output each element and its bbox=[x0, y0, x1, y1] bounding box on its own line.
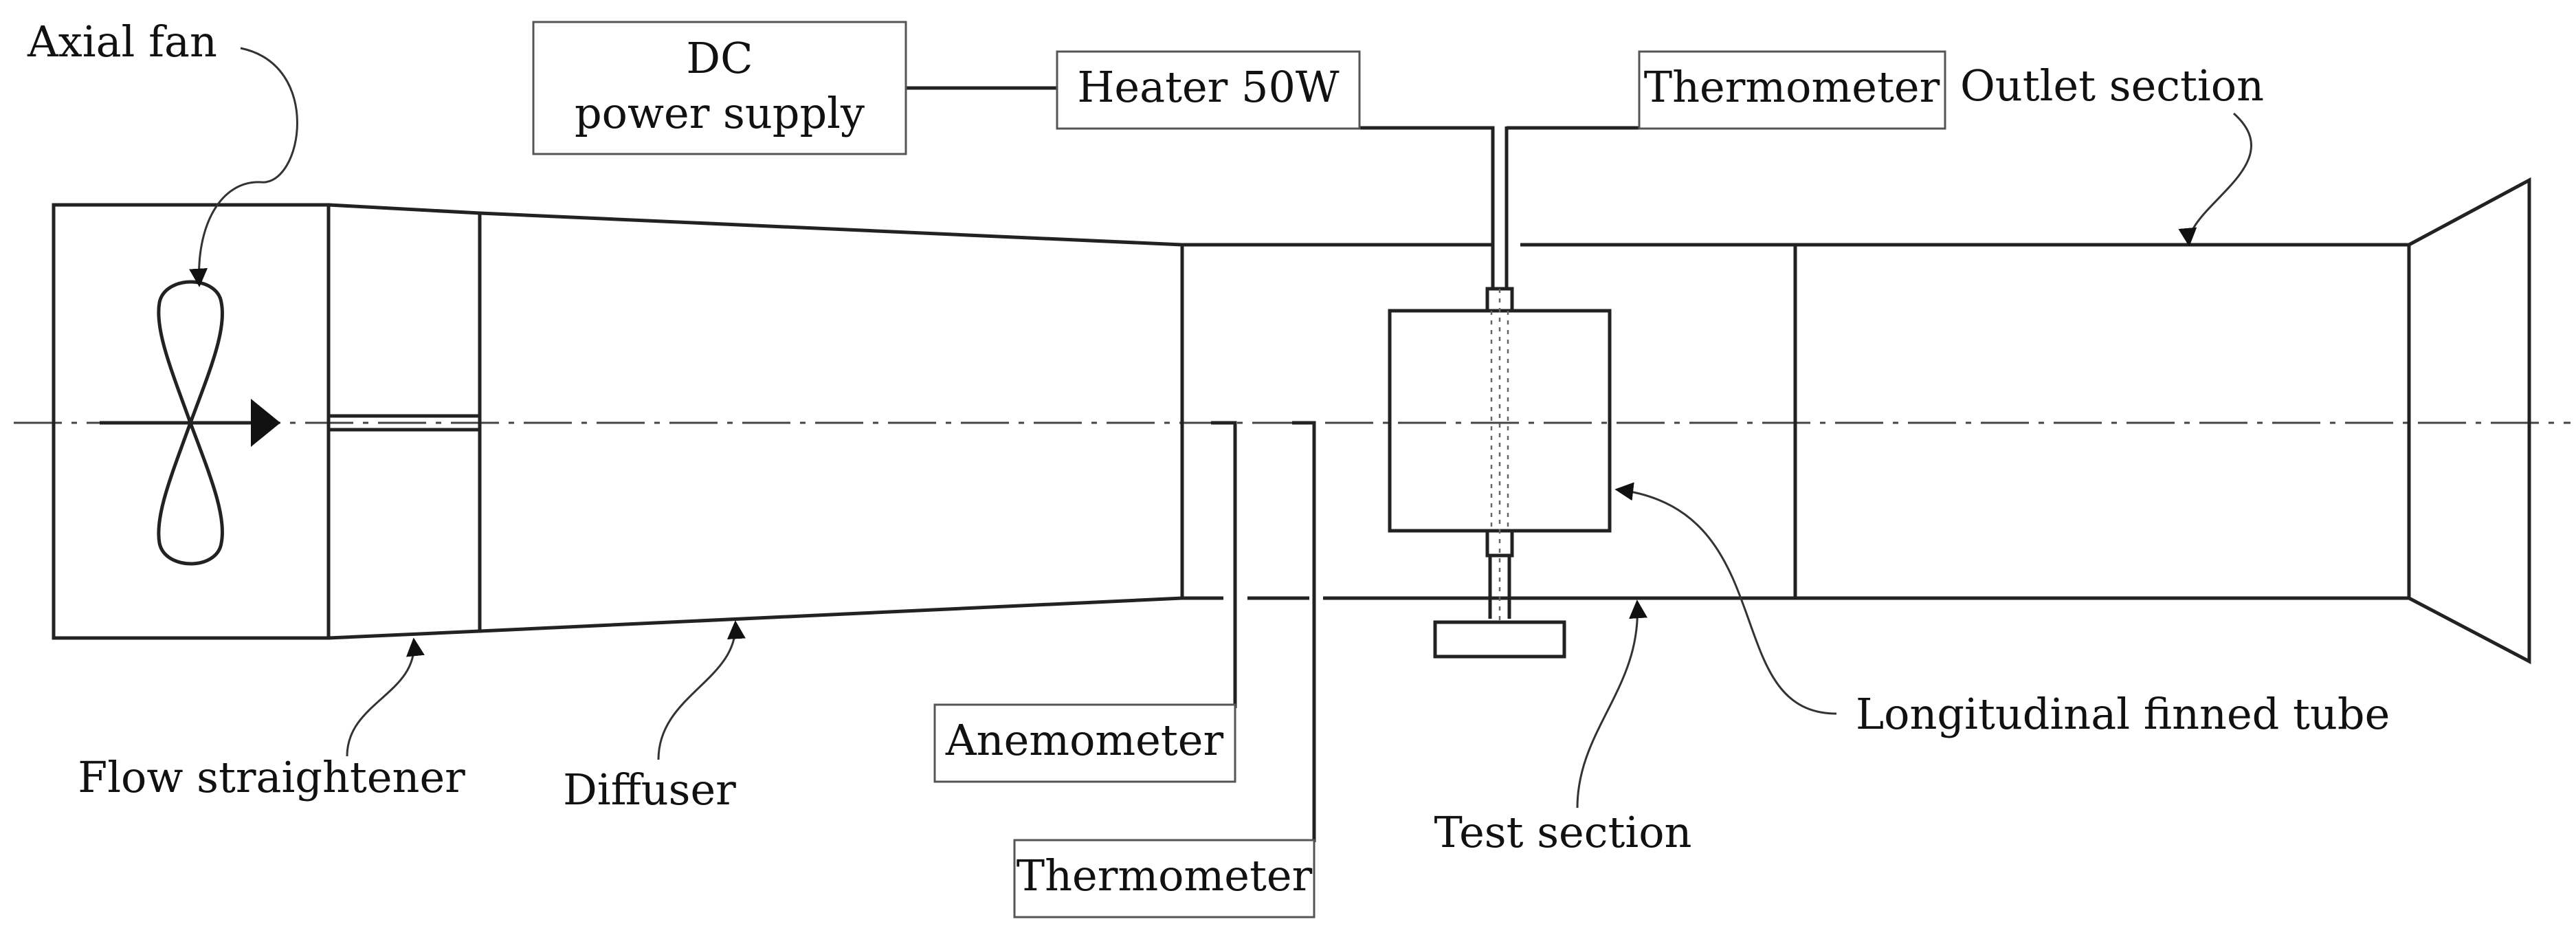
thermometer-bottom-label: Thermometer bbox=[1017, 850, 1313, 901]
diffuser-label: Diffuser bbox=[563, 764, 736, 815]
axial-fan-leader bbox=[189, 47, 298, 287]
longitudinal-finned-tube bbox=[1388, 309, 1612, 533]
heater-box bbox=[1056, 50, 1361, 130]
dc-power-supply-box bbox=[532, 21, 907, 155]
diffuser bbox=[479, 211, 1184, 633]
diffuser-leader bbox=[657, 620, 746, 760]
heater-wire bbox=[1359, 126, 1495, 138]
anemometer-probe bbox=[1211, 421, 1237, 708]
axial-fan-box bbox=[52, 203, 331, 640]
thermometer-top-box bbox=[1638, 50, 1946, 130]
flow-direction-arrow-icon bbox=[251, 399, 280, 447]
outlet-nozzle bbox=[2408, 177, 2531, 665]
thermometer-bottom-box bbox=[1013, 839, 1315, 918]
flow-straightener bbox=[328, 203, 482, 640]
outlet-section-label: Outlet section bbox=[1960, 60, 2264, 111]
thermometer-top-label: Thermometer bbox=[1644, 62, 1940, 112]
dc-power-supply-label-line1: DC bbox=[686, 33, 753, 83]
test-section-label: Test section bbox=[1434, 807, 1692, 857]
outlet-section-leader bbox=[2178, 112, 2252, 247]
flow-straightener-label: Flow straightener bbox=[78, 752, 465, 802]
finned-tube-leader bbox=[1614, 482, 1837, 715]
tube-base bbox=[1433, 620, 1566, 659]
fan-icon bbox=[100, 280, 280, 566]
longitudinal-finned-tube-label: Longitudinal finned tube bbox=[1856, 689, 2390, 739]
axial-fan-label: Axial fan bbox=[27, 16, 217, 67]
anemometer-label: Anemometer bbox=[945, 715, 1224, 765]
heater-label: Heater 50W bbox=[1077, 62, 1340, 112]
flow-straightener-leader bbox=[346, 637, 425, 757]
anemometer-box bbox=[933, 703, 1236, 783]
test-section-leader bbox=[1576, 600, 1648, 808]
dc-power-supply-label-line2: power supply bbox=[575, 88, 865, 138]
thermometer-probe bbox=[1292, 421, 1316, 842]
